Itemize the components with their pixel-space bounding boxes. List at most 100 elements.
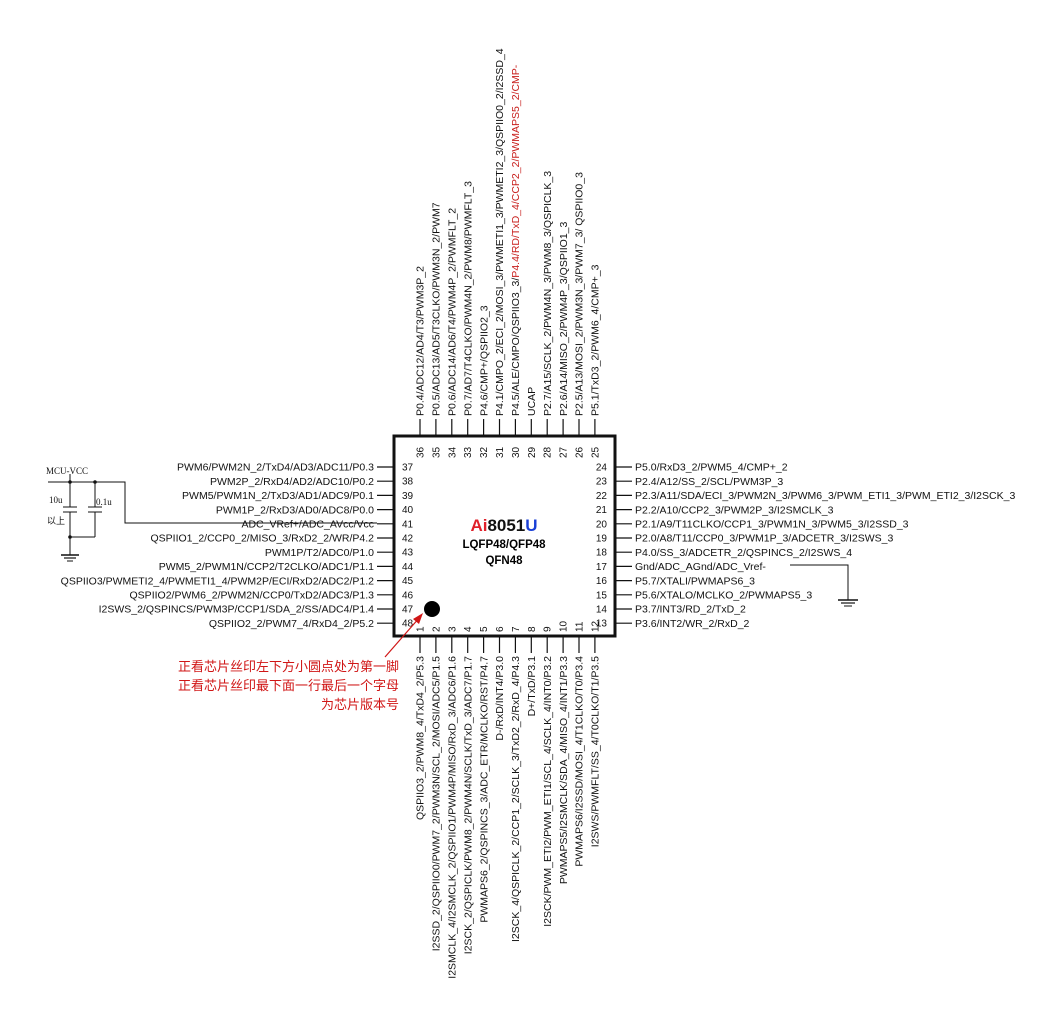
chip-name: Ai8051U [470,516,537,535]
ground-symbol-left [61,537,79,562]
pin-number: 15 [596,590,608,601]
pin-6: 6D-/RxD/INT4/P3.0 [494,626,506,741]
pin-7: 7I2SCK_4/QSPICLK_2/CCP1_2/SCLK_3/TxD2_2/… [510,626,522,942]
pin-number: 4 [463,626,474,632]
pin-number: 22 [596,491,608,502]
decoupling-network: MCU-VCC 10u 以上 0.1u [46,466,125,562]
gnd-network-right [790,564,858,607]
pin-label: P4.1/CMPO_2/ECI_2/MOSI_3/PWMETI1_3/PWMET… [494,48,506,416]
pin-46: 46QSPIIO2/PWM6_2/PWM2N/CCP0/TxD2/ADC3/P1… [130,590,414,602]
pin-label: I2SSD_2/QSPIIO0/PWM7_2/PWM3N/SCL_2/MOSI/… [431,656,443,951]
pin-number: 2 [431,626,442,632]
pin-label: PWM6/PWM2N_2/TxD4/AD3/ADC11/P0.3 [177,462,374,474]
pin-label: QSPIIO1_2/CCP0_2/MISO_3/RxD2_2/WR/P4.2 [150,533,374,545]
pin-label: PWM5/PWM1N_2/TxD3/AD1/ADC9/P0.1 [182,490,374,502]
pin-label: D-/RxD/INT4/P3.0 [494,656,506,741]
pin-31: 31 P4.1/CMPO_2/ECI_2/MOSI_3/PWMETI1_3/PWM… [494,48,506,458]
pin-label: P2.3/A11/SDA/ECI_3/PWM2N_3/PWM6_3/PWM_ET… [635,490,1015,502]
left-pin-row: 37 PWM6/PWM2N_2/TxD4/AD3/ADC11/P0.3 38PWM2… [61,462,414,630]
pin-number: 11 [575,621,586,632]
pin-number: 42 [402,534,414,545]
pin-28: 28 P2.7/A15/SCLK_2/PWM4N_3/PWM8_3/QSPICLK… [542,171,554,458]
pin-33: 33 P0.7/AD7/T4CLKO/PWM4N_2/PWM8/PWMFLT_3 [462,181,474,458]
pin-label: P2.7/A15/SCLK_2/PWM4N_3/PWM8_3/QSPICLK_3 [542,171,554,416]
chip-name-suffix: U [525,516,537,535]
pin-label: P0.7/AD7/T4CLKO/PWM4N_2/PWM8/PWMFLT_3 [462,181,474,416]
pin-number: 12 [590,620,601,632]
pin-number: 33 [463,446,474,458]
pin-label: QSPIIO3_2/PWM8_4/TxD4_2/P5.3 [415,656,427,820]
pin-30: 30P4.5/ALE/CMPO/QSPIIO3_3/P4.4/RD/TxD_4/… [510,64,522,458]
pin-number: 16 [596,576,608,587]
pin-label: I2SWS_2/QSPINCS/PWM3P/CCP1/SDA_2/SS/ADC4… [99,604,375,616]
pin-label: D+/TxD/P3.1 [526,656,538,717]
pin-label: P2.2/A10/CCP2_3/PWM2P_3/I2SMCLK_3 [635,504,834,516]
pin-label: PWMAPS6_2/QSPINCS_3/ADC_ETR/MCLKO/RST/P4… [478,656,490,923]
pin-number: 25 [590,446,601,458]
pin-number: 20 [596,519,608,530]
pin-number: 31 [495,446,506,458]
pin-number: 36 [416,446,427,458]
cap1-value: 10u [49,495,63,505]
pin-number: 29 [527,446,538,458]
pin-9: 9I2SCK/PWM_ETI2/PWM_ETI1/SCL_4/SCLK_4/IN… [542,626,554,927]
pin-label: QSPIIO2/PWM6_2/PWM2N/CCP0/TxD2/ADC3/P1.3 [130,590,375,602]
pin-label: QSPIIO3/PWMETI2_4/PWMETI1_4/PWM2P/ECI/Rx… [61,575,374,587]
gnd-wire-right [790,564,849,600]
annotation-arrow-line [384,616,421,658]
pin-number: 28 [543,446,554,458]
pin-label: I2SWS/PWMFLT/SS_4/T0CLKO/T1/P3.5 [590,656,602,847]
pin-number: 35 [431,446,442,458]
cap2-value: 0.1u [96,497,112,507]
pin-label: P0.5/ADC13/AD5/T3CLKO/PWM3N_2/PWM7 [431,202,443,416]
pin-label: QSPIIO2_2/PWM7_4/RxD4_2/P5.2 [209,618,374,630]
pin-number: 37 [402,463,414,474]
pin-label: P2.4/A12/SS_2/SCL/PWM3P_3 [635,476,783,488]
pin-number: 34 [447,446,458,458]
pin-label: PWM1P_2/RxD3/AD0/ADC8/P0.0 [216,504,374,516]
pin-label: P4.5/ALE/CMPO/QSPIIO3_3/P4.4/RD/TxD_4/CC… [510,64,522,416]
pin-label: P5.1/TxD3_2/PWM6_4/CMP+_3 [590,264,602,416]
pin-label: PWM2P_2/RxD4/AD2/ADC10/P0.2 [210,476,374,488]
pin-label: P5.0/RxD3_2/PWM5_4/CMP+_2 [635,462,788,474]
pin-3: 3I2SMCLK_4/I2SMCLK_2/QSPIIO1/PWM4P/MISO/… [447,626,459,979]
pin1-indicator-dot [424,601,440,617]
pin-label: P3.7/INT3/RD_2/TxD_2 [635,604,746,616]
pin-25: 25 P5.1/TxD3_2/PWM6_4/CMP+_3 [590,264,602,458]
annotation-line-3: 为芯片版本号 [321,698,399,713]
pin-number: 23 [596,477,608,488]
pin-number: 19 [596,534,608,545]
pin-number: 8 [527,626,538,632]
pin-label: PWMAPS6/I2SSD/MOSI_4/T1CLKO/T0/P3.4 [574,656,586,867]
pin-number: 13 [596,619,608,630]
chip-package-secondary: QFN48 [485,555,523,567]
pin-number: 9 [543,626,554,632]
pin-8: 8D+/TxD/P3.1 [526,626,538,716]
pin-2: 2I2SSD_2/QSPIIO0/PWM7_2/PWM3N/SCL_2/MOSI… [431,626,443,951]
pin-number: 1 [416,626,427,632]
pin1-annotation: 正看芯片丝印左下方小圆点处为第一脚 正看芯片丝印最下面一行最后一个字母 为芯片版… [178,613,423,713]
pin-number: 24 [596,463,608,474]
annotation-line-2: 正看芯片丝印最下面一行最后一个字母 [178,678,399,694]
pin-label: I2SMCLK_4/I2SMCLK_2/QSPIIO1/PWM4P/MISO/R… [447,656,459,979]
pin-number: 17 [596,562,608,573]
pin-label: P2.5/A13/MOSI_2/PWM3N_3/PWM7_3/ QSPIIO0_… [574,172,586,416]
pin-number: 47 [402,605,414,616]
pin-37: 37 PWM6/PWM2N_2/TxD4/AD3/ADC11/P0.3 [177,462,414,474]
pin-number: 40 [402,505,414,516]
annotation-arrow-head [413,613,423,624]
